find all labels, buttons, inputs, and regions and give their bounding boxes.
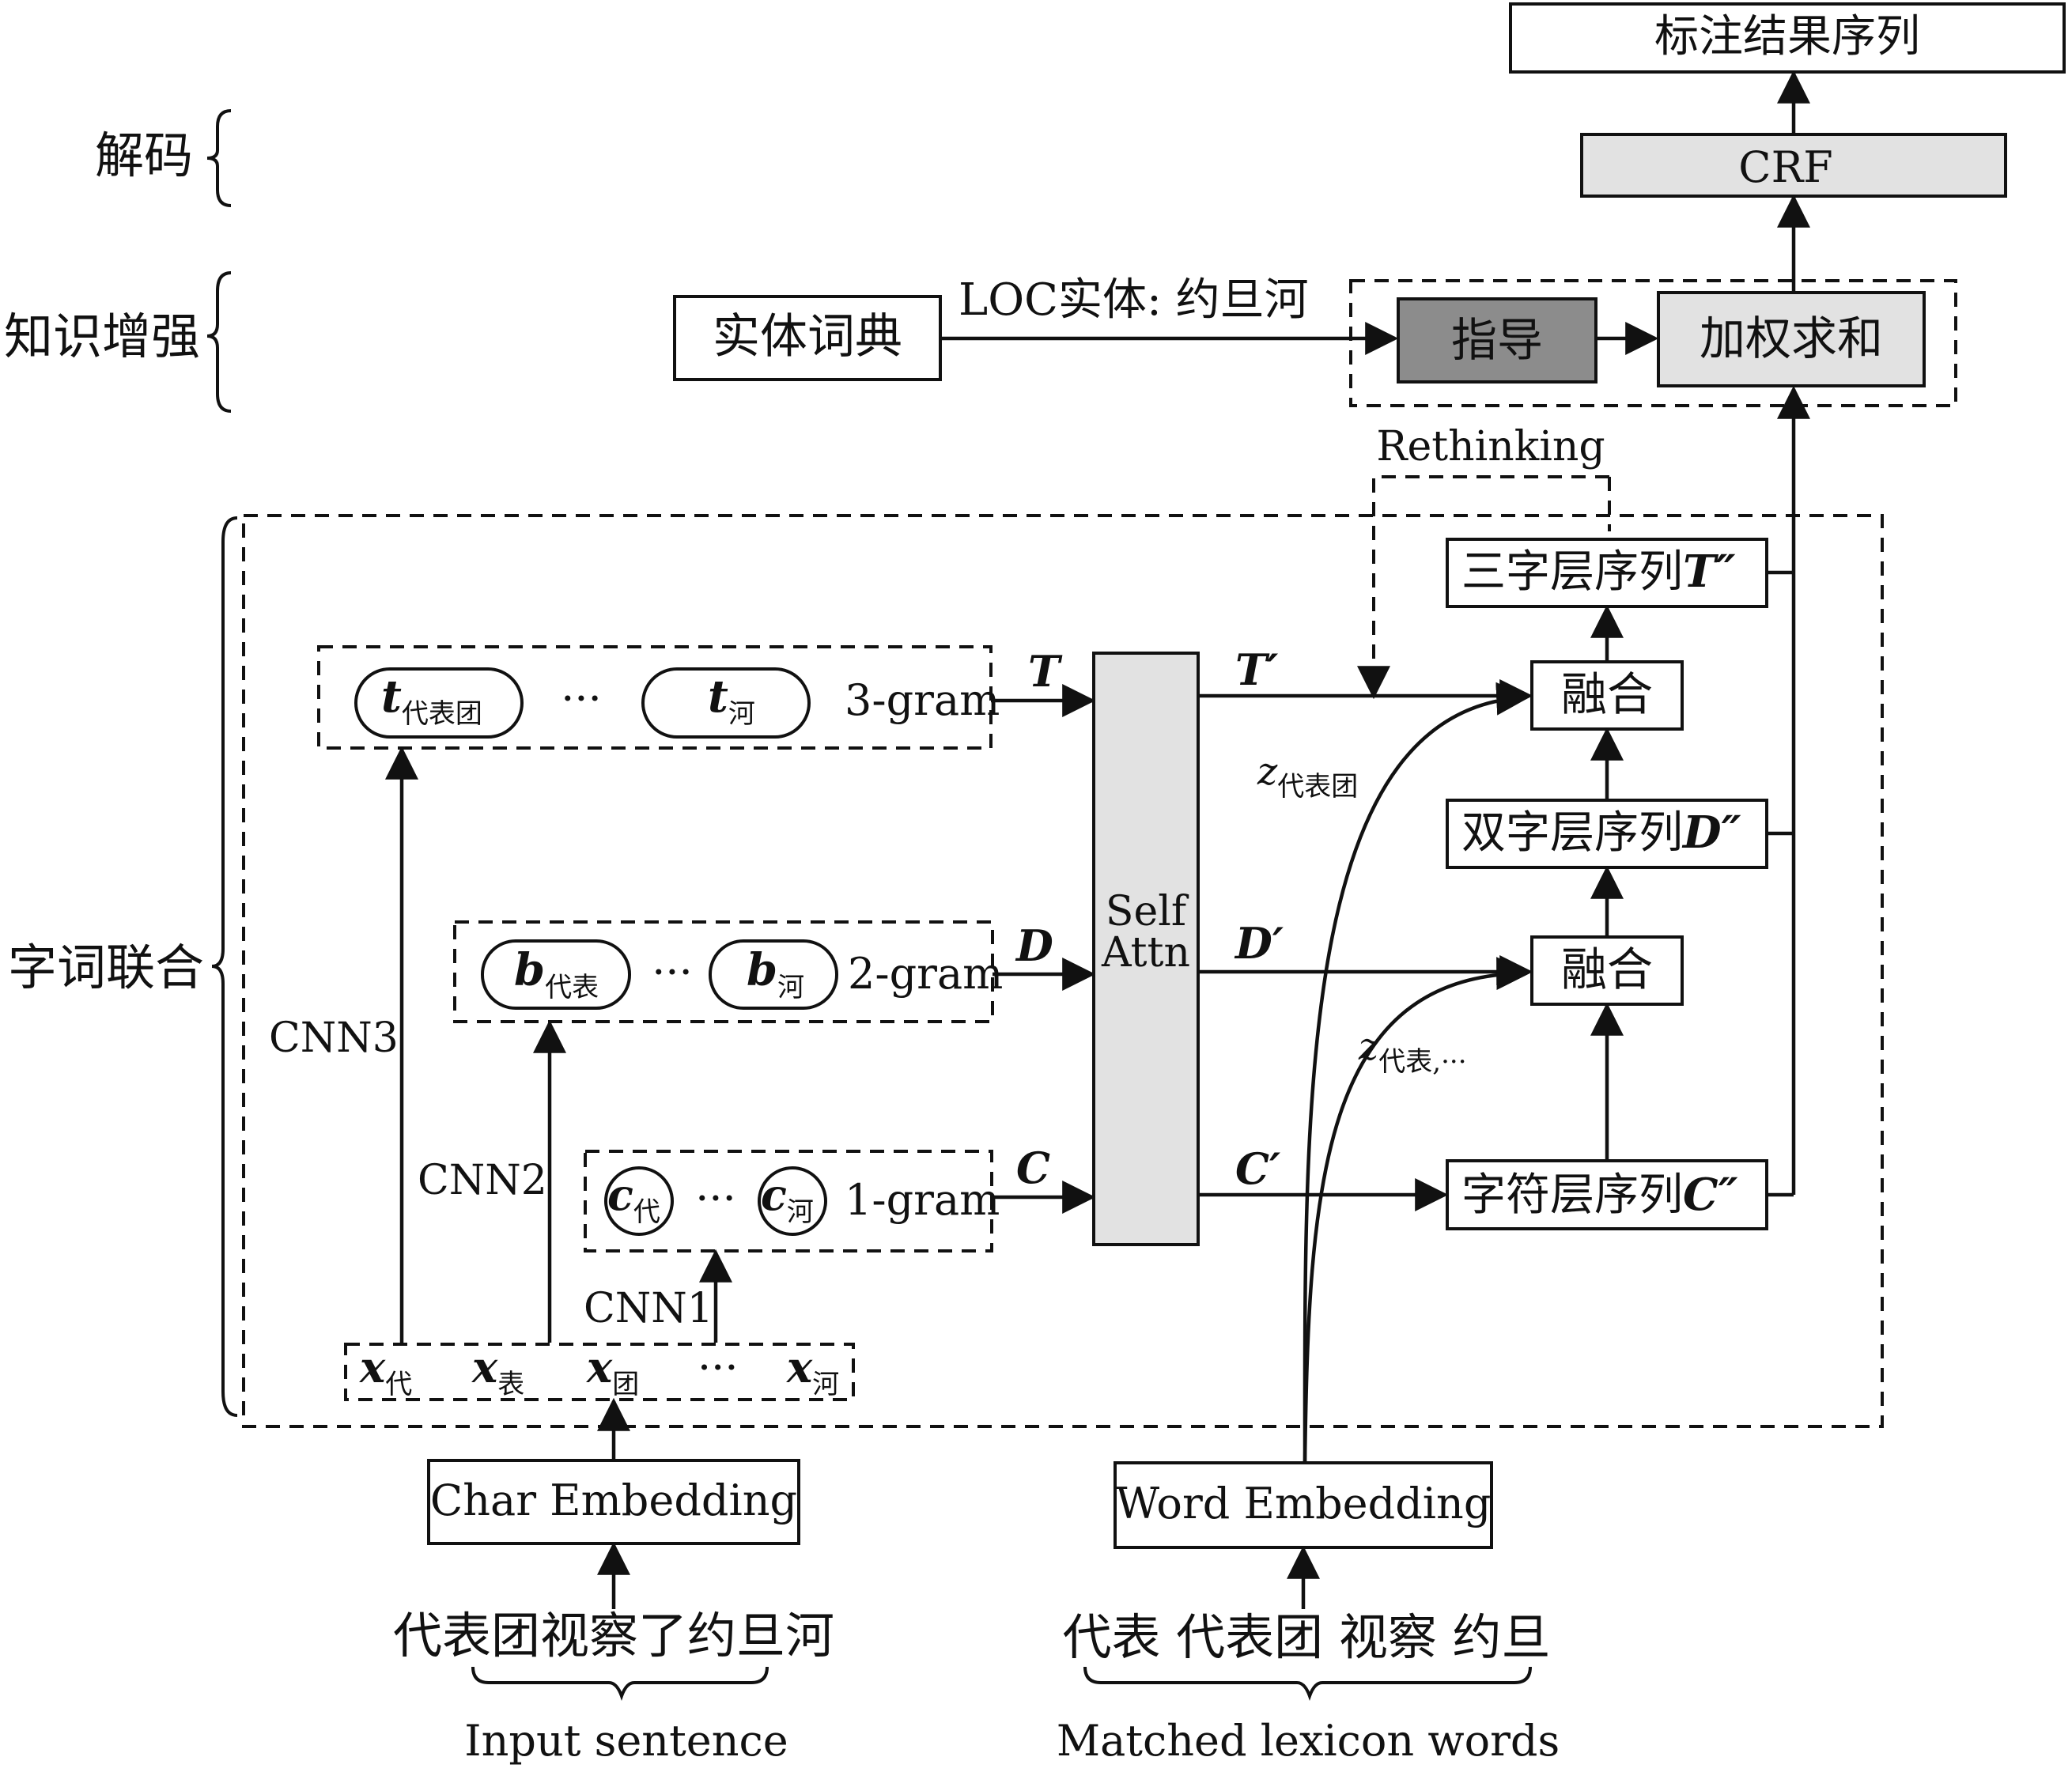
char-embedding-box <box>427 1459 800 1545</box>
t-first-node <box>354 667 524 739</box>
b-first-node <box>481 939 631 1010</box>
unigram-ellipsis: ··· <box>695 1173 736 1223</box>
c-last-label: c河 <box>761 1169 814 1228</box>
word-embedding-box <box>1114 1461 1493 1549</box>
unigram-label: 1-gram <box>845 1175 1000 1225</box>
t-first-label: t代表团 <box>381 671 482 730</box>
trigram-ellipsis: ··· <box>561 674 602 724</box>
tri-layer-label: 三字层序列T″ <box>1461 546 1736 598</box>
entity-dict-label: 实体词典 <box>713 309 902 365</box>
input-sentence-brace <box>471 1666 769 1702</box>
c-symbol: C <box>1016 1143 1050 1193</box>
char-input-5: x河 <box>786 1342 839 1400</box>
char-input-1: x代 <box>359 1342 412 1400</box>
trigram-label: 3-gram <box>845 675 1000 725</box>
char-input-2: x表 <box>471 1342 524 1400</box>
self-attn-label-2: Attn <box>1101 929 1190 977</box>
char-embedding-label: Char Embedding <box>430 1475 797 1525</box>
char-layer-box <box>1446 1159 1768 1230</box>
weighted-sum-label: 加权求和 <box>1700 312 1883 365</box>
decode-brace <box>206 109 232 207</box>
bigram-label: 2-gram <box>848 949 1003 999</box>
cnn2-label: CNN2 <box>418 1157 547 1204</box>
crf-box <box>1580 133 2007 198</box>
output-box <box>1509 2 2066 74</box>
lexicon-caption: Matched lexicon words <box>1057 1716 1560 1766</box>
fusion-brace <box>211 516 238 1417</box>
fuse-bottom-label: 融合 <box>1561 943 1653 996</box>
bigram-group <box>453 920 994 1023</box>
c-last-node <box>758 1166 827 1236</box>
t-symbol: T <box>1028 646 1063 697</box>
bigram-ellipsis: ··· <box>652 947 693 997</box>
char-input-3: x团 <box>586 1342 639 1400</box>
lexicon-words: 代表 代表团 视察 约旦 <box>1062 1608 1550 1666</box>
knowledge-brace <box>206 271 232 413</box>
tri-layer-symbol: T″ <box>1683 546 1736 598</box>
d-prime-symbol: D′ <box>1234 918 1284 969</box>
lexicon-brace <box>1083 1666 1532 1702</box>
char-layer-symbol: C″ <box>1683 1169 1738 1221</box>
bi-layer-label: 双字层序列D″ <box>1461 807 1741 859</box>
t-prime-symbol: T′ <box>1235 644 1278 695</box>
t-last-node <box>641 667 811 739</box>
t-last-label: t河 <box>708 671 755 730</box>
b-last-node <box>709 939 838 1010</box>
crf-label: CRF <box>1738 142 1832 192</box>
output-box-label: 标注结果序列 <box>1654 11 1920 62</box>
section-label-decode: 解码 <box>95 127 193 184</box>
z-tri-label: z代表团 <box>1257 750 1358 803</box>
c-prime-symbol: C′ <box>1235 1143 1280 1194</box>
fusion-dashed-region <box>242 514 1884 1428</box>
self-attn-label-1: Self <box>1106 888 1189 935</box>
char-input-row: x代 x表 x团 ··· x河 <box>359 1342 839 1400</box>
c-first-label: c代 <box>607 1169 660 1228</box>
z-bi-label: z代表,··· <box>1358 1025 1467 1078</box>
b-first-label: b代表 <box>514 944 599 1003</box>
rethinking-path <box>1372 475 1609 688</box>
c-first-node <box>604 1166 674 1236</box>
guide-label: 指导 <box>1451 313 1543 367</box>
char-input-ellipsis: ··· <box>698 1343 739 1392</box>
section-label-knowledge: 知识增强 <box>4 308 200 365</box>
input-sentence: 代表团视察了约旦河 <box>393 1607 834 1664</box>
knowledge-dashed-group <box>1349 279 1957 407</box>
char-layer-label: 字符层序列C″ <box>1461 1169 1738 1221</box>
guide-box <box>1397 297 1597 383</box>
rethinking-label: Rethinking <box>1376 423 1605 470</box>
fuse-top-label: 融合 <box>1561 667 1653 721</box>
bi-layer-symbol: D″ <box>1681 807 1741 859</box>
bi-layer-box <box>1446 799 1768 869</box>
d-symbol: D <box>1015 920 1053 971</box>
word-embedding-label: Word Embedding <box>1116 1479 1492 1528</box>
b-last-label: b河 <box>747 944 804 1003</box>
word-curve-bi <box>1303 957 1530 1464</box>
entity-dict-box <box>673 295 942 381</box>
word-curve-tri <box>1303 682 1530 1464</box>
section-label-fusion: 字词联合 <box>8 939 204 996</box>
self-attn-box <box>1092 652 1200 1246</box>
cnn3-label: CNN3 <box>269 1014 399 1062</box>
trigram-group <box>317 645 993 750</box>
unigram-group <box>584 1150 993 1252</box>
loc-entity-label: LOC实体: 约旦河 <box>958 274 1309 326</box>
input-sentence-caption: Input sentence <box>464 1716 788 1766</box>
cnn1-label: CNN1 <box>584 1285 713 1332</box>
